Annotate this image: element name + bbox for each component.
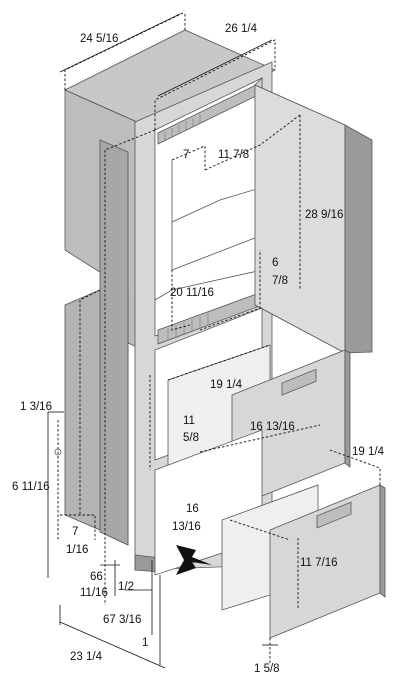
dim-left-low-b: 1/16 (66, 544, 88, 556)
dim-drawer1-h-b: 5/8 (183, 432, 199, 444)
airflow-arrow (176, 545, 212, 575)
dim-overall-width: 24 5/16 (80, 33, 118, 45)
dim-drawer2-w-a: 16 (186, 503, 199, 515)
dim-drawer2-depth: 19 1/4 (352, 446, 385, 458)
cabinet-side-strip (99, 139, 129, 546)
drawer2-front-edge (379, 484, 386, 598)
dim-left-upper: 1 3/16 (20, 401, 52, 413)
dim-drawer1-h-a: 11 (183, 415, 195, 427)
dim-drawer1-depth: 19 1/4 (210, 379, 243, 391)
dim-fridge-interior-width: 20 11/16 (170, 287, 214, 299)
dim-left-low-a: 7 (72, 526, 78, 538)
dim-bottom-depth: 23 1/4 (70, 651, 103, 663)
dim-left-mid: 6 11/16 (12, 481, 50, 493)
drawer1-handle (281, 368, 317, 396)
dimension-lines (47, 13, 278, 669)
dim-base-b: 11/16 (80, 587, 108, 599)
dim-bottom-right: 1 5/8 (254, 663, 280, 675)
fridge-door-edge (344, 124, 373, 354)
dim-fridge-shelf-a: 6 (272, 257, 278, 269)
dim-fridge-door-height: 28 9/16 (305, 209, 343, 221)
dim-fridge-inner-width: 11 7/8 (218, 149, 249, 161)
fridge-shelf-line (171, 187, 261, 223)
drawer1-front-edge (344, 349, 351, 468)
dim-drawer2-height: 11 7/16 (300, 557, 338, 569)
dim-base-a: 66 (90, 571, 103, 583)
vent-slats-lower (167, 313, 209, 340)
dim-fridge-shelf-b: 7/8 (272, 275, 288, 287)
vent-slats (164, 114, 201, 141)
dim-overall-depth: 26 1/4 (225, 23, 258, 35)
drawer2-handle (316, 501, 352, 529)
dim-drawer2-w-b: 13/16 (172, 521, 201, 533)
dim-small-gap: 1 (142, 637, 148, 649)
dim-fridge-width: 7 (183, 149, 189, 161)
dim-drawer1-width: 16 13/16 (250, 421, 295, 433)
dim-base-c: 1/2 (118, 581, 134, 593)
dim-height-total: 67 3/16 (103, 614, 141, 626)
